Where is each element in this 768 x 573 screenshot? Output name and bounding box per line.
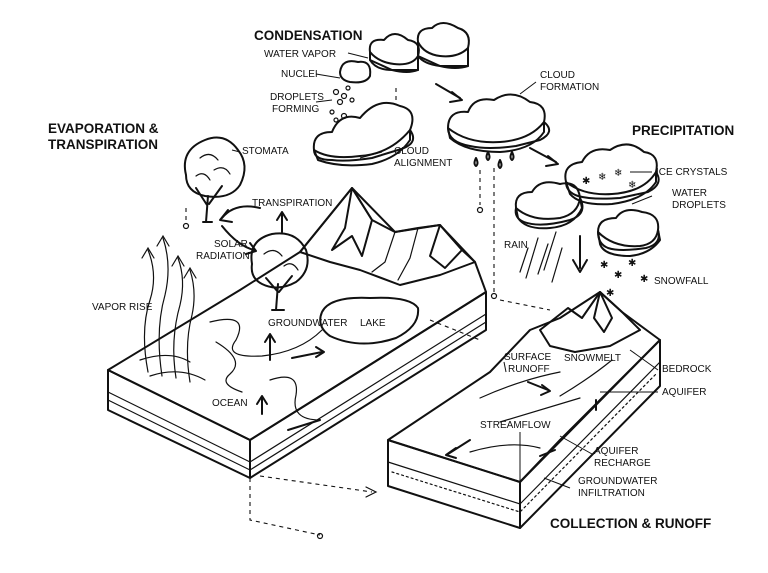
label-snowmelt: SNOWMELT: [564, 353, 621, 364]
label-droplets-line1: DROPLETS: [270, 92, 324, 103]
tree-upper: [183, 136, 246, 223]
condensation-clouds: [312, 22, 470, 167]
heading-collection-runoff: COLLECTION & RUNOFF: [550, 516, 711, 531]
heading-condensation: CONDENSATION: [254, 28, 363, 43]
label-vapor-rise: VAPOR RISE: [92, 302, 153, 313]
leader-lines: [231, 52, 659, 520]
label-stomata: STOMATA: [242, 146, 289, 157]
labels: WATER VAPOR NUCLEI DROPLETS FORMING CLOU…: [92, 49, 728, 499]
tree-lower: [250, 232, 309, 311]
label-lake: LAKE: [360, 318, 386, 329]
dashed-connectors: [182, 88, 551, 540]
precipitation-cloud: ❄ ❄ ❄ ✱: [564, 143, 660, 206]
label-aquifer: AQUIFER: [662, 387, 706, 398]
flow-arrows-right: [445, 381, 597, 459]
svg-text:✱: ✱: [614, 270, 622, 281]
svg-text:❄: ❄: [598, 172, 606, 183]
label-surface-runoff-line1: SURFACE: [504, 352, 552, 363]
label-transpiration: TRANSPIRATION: [252, 198, 332, 209]
flow-arrows-left: [256, 333, 325, 431]
label-solar-line2: RADIATION: [196, 251, 250, 262]
label-gw-infiltration-line2: INFILTRATION: [578, 488, 645, 499]
label-gw-infiltration-line1: GROUNDWATER: [578, 476, 657, 487]
cloud-formation-cloud: [447, 93, 551, 169]
svg-text:✱: ✱: [628, 258, 636, 269]
label-water-vapor: WATER VAPOR: [264, 49, 336, 60]
label-cloud-formation-line2: FORMATION: [540, 82, 599, 93]
label-ocean: OCEAN: [212, 398, 248, 409]
svg-text:✱: ✱: [606, 288, 614, 299]
label-aquifer-recharge-line1: AQUIFER: [594, 446, 638, 457]
transpiration-arrows: [219, 205, 288, 255]
label-snowfall: SNOWFALL: [654, 276, 709, 287]
label-water-droplets-line1: WATER: [672, 188, 707, 199]
label-aquifer-recharge-line2: RECHARGE: [594, 458, 651, 469]
label-cloud-formation-line1: CLOUD: [540, 70, 575, 81]
label-streamflow: STREAMFLOW: [480, 420, 551, 431]
heading-evaporation-line1: EVAPORATION &: [48, 121, 159, 136]
label-surface-runoff-line2: RUNOFF: [508, 364, 550, 375]
label-bedrock: BEDROCK: [662, 364, 712, 375]
label-solar-line1: SOLAR: [214, 239, 248, 250]
heading-precipitation: PRECIPITATION: [632, 123, 734, 138]
svg-text:❄: ❄: [614, 168, 622, 179]
svg-text:❄: ❄: [628, 180, 636, 191]
label-cloud-alignment-line1: CLOUD: [394, 146, 429, 157]
cycle-arrows: [435, 83, 588, 273]
label-groundwater: GROUNDWATER: [268, 318, 347, 329]
svg-text:✱: ✱: [582, 176, 590, 187]
label-droplets-line2: FORMING: [272, 104, 319, 115]
heading-evaporation-line2: TRANSPIRATION: [48, 137, 158, 152]
label-water-droplets-line2: DROPLETS: [672, 200, 726, 211]
svg-text:✱: ✱: [640, 274, 648, 285]
snow-cloud: ✱ ✱ ✱ ✱ ✱: [597, 209, 661, 299]
label-ice-crystals: ICE CRYSTALS: [656, 167, 728, 178]
label-nuclei: NUCLEI: [281, 69, 318, 80]
label-rain: RAIN: [504, 240, 528, 251]
svg-text:✱: ✱: [600, 260, 608, 271]
headings: CONDENSATION EVAPORATION & TRANSPIRATION…: [48, 28, 734, 531]
vapor-rise-arrows: [141, 234, 197, 383]
label-cloud-alignment-line2: ALIGNMENT: [394, 158, 452, 169]
left-terrain-block: [107, 187, 487, 479]
rain-cloud: [514, 181, 584, 283]
